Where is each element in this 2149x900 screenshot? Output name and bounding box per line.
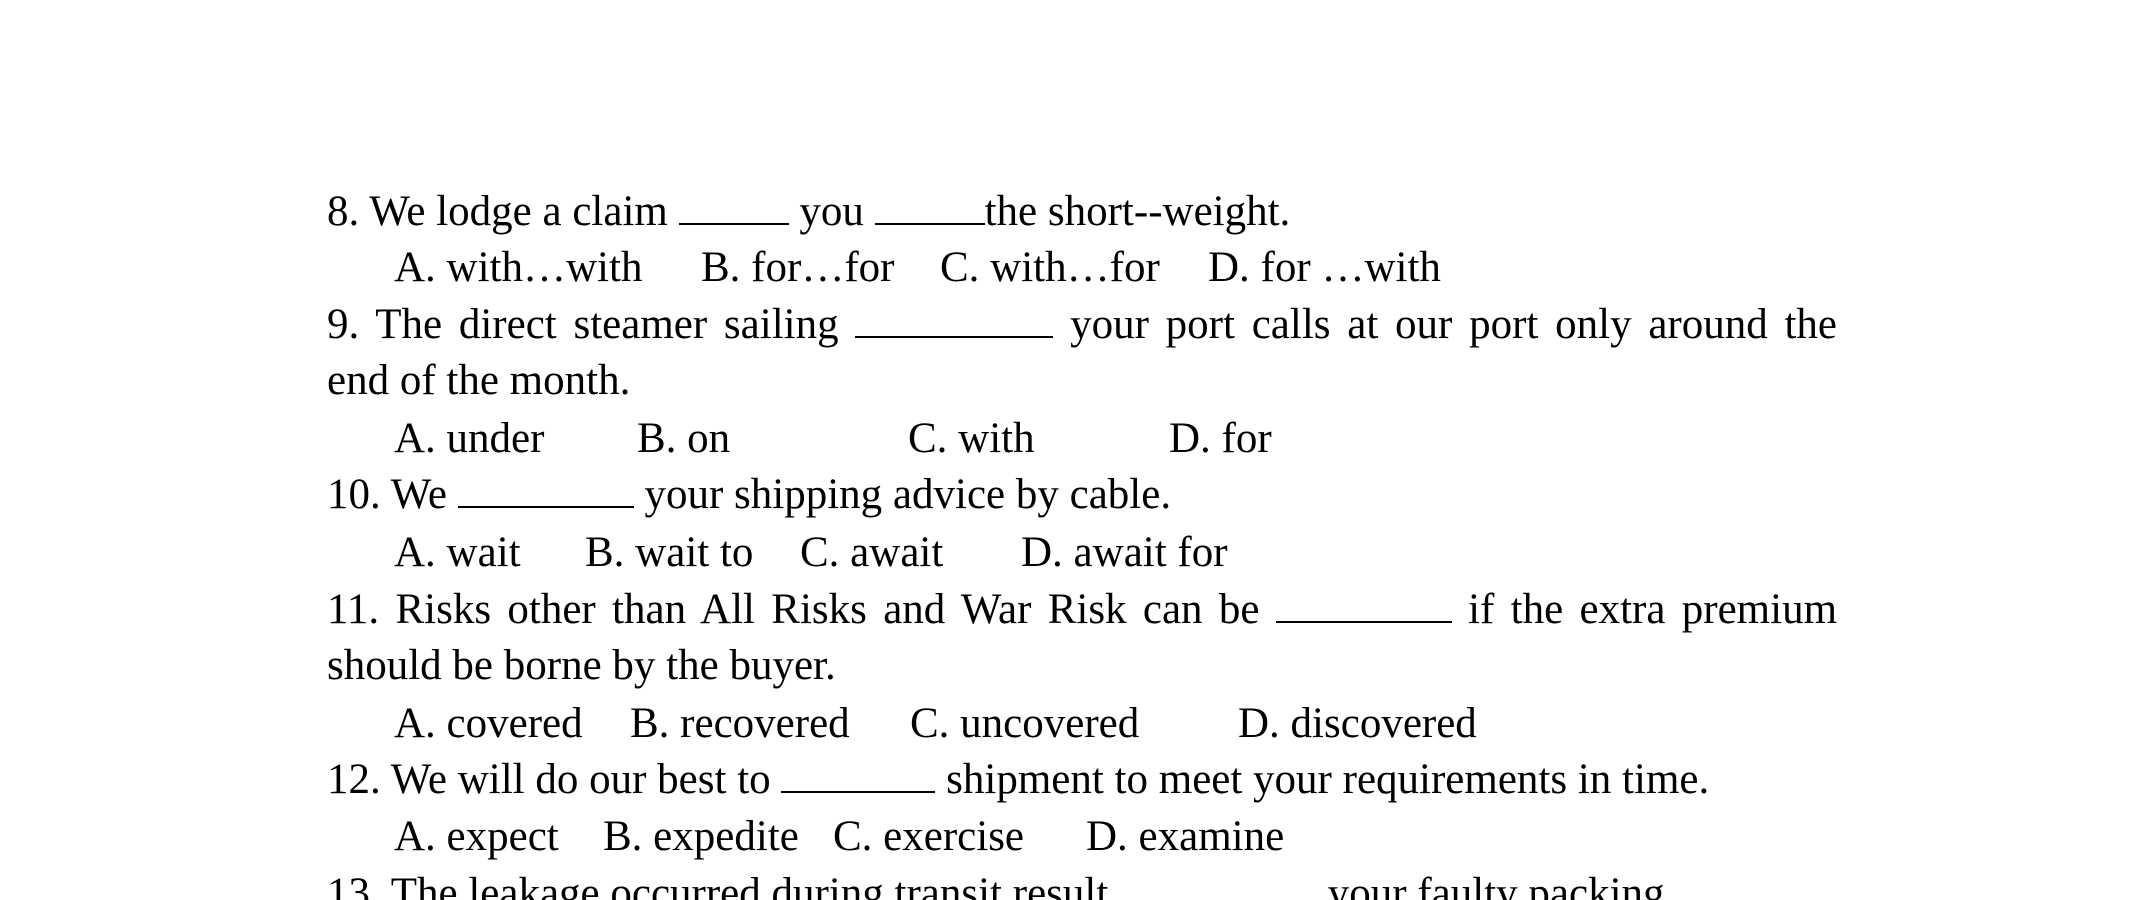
- question-11-stem-cont: should be borne by the buyer.: [327, 642, 836, 689]
- option-c: C. with…for: [940, 244, 1160, 291]
- stem-text: We will do our best to: [390, 756, 782, 803]
- question-13-stem: 13. The leakage occurred during transit …: [327, 866, 1675, 900]
- stem-text: We: [390, 471, 458, 518]
- answer-blank: [874, 222, 985, 225]
- answer-blank: [781, 790, 936, 793]
- question-9-stem-cont: end of the month.: [327, 357, 631, 404]
- answer-blank: [855, 335, 1054, 338]
- question-number: 13.: [327, 870, 381, 900]
- question-8-stem: 8. We lodge a claim you the short--weigh…: [327, 184, 1290, 240]
- option-c: C. await: [800, 529, 944, 576]
- question-9-stem: 9. The direct steamer sailing your port …: [327, 297, 1837, 353]
- stem-text: your faulty packing.: [1317, 870, 1676, 900]
- option-c: C. uncovered: [910, 700, 1140, 747]
- option-b: B. recovered: [630, 700, 850, 747]
- option-b: B. for…for: [701, 244, 895, 291]
- answer-blank: [678, 222, 789, 225]
- option-b: B. expedite: [603, 813, 799, 860]
- option-d: D. await for: [1021, 529, 1228, 576]
- question-10-stem: 10. We your shipping advice by cable.: [327, 467, 1171, 523]
- stem-text: The direct steamer sailing: [375, 301, 856, 348]
- option-d: D. for …with: [1208, 244, 1441, 291]
- question-number: 9.: [327, 301, 360, 348]
- question-12-stem: 12. We will do our best to shipment to m…: [327, 752, 1709, 808]
- stem-text: Risks other than All Risks and War Risk …: [395, 586, 1276, 633]
- stem-text: shipment to meet your requirements in ti…: [935, 756, 1710, 803]
- option-d: D. discovered: [1238, 700, 1477, 747]
- option-a: A. wait: [394, 529, 521, 576]
- stem-text: you: [788, 188, 875, 235]
- stem-text: your port calls at our port only around …: [1070, 301, 1838, 348]
- option-b: B. on: [637, 415, 731, 462]
- option-a: A. expect: [394, 813, 559, 860]
- question-number: 8.: [327, 188, 360, 235]
- stem-text: The leakage occurred during transit resu…: [380, 870, 1120, 900]
- option-c: C. with: [908, 415, 1035, 462]
- question-number: 11.: [327, 586, 380, 633]
- option-a: A. under: [394, 415, 545, 462]
- answer-blank: [457, 505, 634, 508]
- stem-text: if the extra premium: [1468, 586, 1838, 633]
- question-number: 10.: [327, 471, 381, 518]
- option-c: C. exercise: [833, 813, 1025, 860]
- option-d: D. for: [1169, 415, 1272, 462]
- option-d: D. examine: [1086, 813, 1285, 860]
- stem-text: the short--weight.: [984, 188, 1291, 235]
- option-a: A. with…with: [394, 244, 643, 291]
- stem-text: your shipping advice by cable.: [633, 471, 1172, 518]
- option-b: B. wait to: [585, 529, 754, 576]
- answer-blank: [1275, 620, 1452, 623]
- question-11-stem: 11. Risks other than All Risks and War R…: [327, 582, 1837, 638]
- question-number: 12.: [327, 756, 381, 803]
- stem-text: We lodge a claim: [369, 188, 679, 235]
- option-a: A. covered: [394, 700, 583, 747]
